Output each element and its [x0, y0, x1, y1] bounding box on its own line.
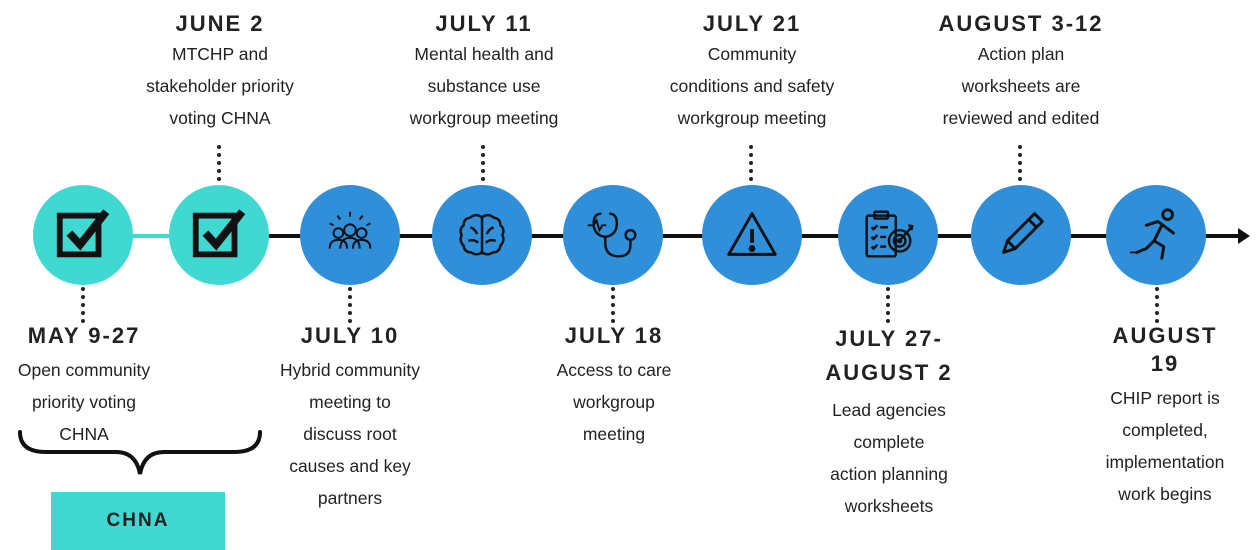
connector-dots — [1018, 145, 1022, 181]
milestone-desc: Action plan worksheets are reviewed and … — [938, 38, 1103, 134]
desc-line: action planning — [830, 464, 948, 484]
desc-line: stakeholder priority — [146, 76, 294, 96]
milestone-label-may: MAY 9-27 Open community priority voting … — [18, 322, 150, 450]
milestone-circle-july11 — [432, 185, 532, 285]
desc-line: conditions and safety — [669, 76, 835, 96]
milestone-desc: Open community priority voting CHNA — [18, 354, 150, 450]
desc-line: meeting — [582, 424, 646, 444]
milestone-circle-july21 — [702, 185, 802, 285]
desc-line: workgroup — [573, 392, 655, 412]
milestone-date: JUNE 2 — [175, 11, 265, 36]
milestone-label-july18: JULY 18 Access to care workgroup meeting — [557, 322, 672, 450]
brain-icon — [459, 213, 505, 256]
checkbox-icon — [56, 209, 110, 258]
desc-line: workgroup meeting — [409, 108, 559, 128]
date-line: AUGUST 2 — [825, 360, 953, 385]
date-line: JULY 27- — [835, 326, 943, 351]
desc-line: work begins — [1118, 484, 1212, 504]
milestone-desc: CHIP report is completed, implementation… — [1106, 382, 1225, 510]
milestone-desc: Hybrid community meeting to discuss root… — [280, 354, 420, 514]
desc-line: workgroup meeting — [677, 108, 827, 128]
milestone-label-july21: JULY 21 Community conditions and safety … — [670, 10, 834, 134]
stethoscope-icon — [587, 212, 637, 258]
milestone-circle-aug3 — [971, 185, 1071, 285]
milestone-label-july11: JULY 11 Mental health and substance use … — [410, 10, 559, 134]
desc-line: priority voting — [31, 392, 137, 412]
desc-line: discuss root — [303, 424, 397, 444]
desc-line: implementation — [1105, 452, 1225, 472]
milestone-date: JULY 18 — [564, 323, 664, 348]
desc-line: MTCHP and — [172, 44, 268, 64]
milestone-label-july10: JULY 10 Hybrid community meeting to disc… — [280, 322, 420, 514]
connector-dots — [481, 145, 485, 181]
milestone-label-aug19: AUGUST 19 CHIP report is completed, impl… — [1106, 322, 1225, 510]
milestone-circle-aug19 — [1106, 185, 1206, 285]
checkbox-icon — [192, 209, 246, 258]
desc-line: Lead agencies — [832, 400, 946, 420]
warning-icon — [727, 212, 777, 256]
milestone-date: AUGUST 19 — [1112, 323, 1218, 376]
desc-line: CHNA — [59, 424, 109, 444]
desc-line: Open community — [17, 360, 151, 380]
milestone-circle-july18 — [563, 185, 663, 285]
desc-line: worksheets — [844, 496, 934, 516]
milestone-desc: MTCHP and stakeholder priority voting CH… — [146, 38, 294, 134]
connector-dots — [348, 287, 352, 323]
milestone-date: JULY 10 — [300, 323, 400, 348]
desc-line: substance use — [427, 76, 541, 96]
milestone-circle-july10 — [300, 185, 400, 285]
milestone-desc: Lead agencies complete action planning w… — [825, 394, 952, 522]
desc-line: causes and key — [289, 456, 411, 476]
milestone-label-aug3: AUGUST 3-12 Action plan worksheets are r… — [938, 10, 1103, 134]
milestone-desc: Mental health and substance use workgrou… — [410, 38, 559, 134]
desc-line: voting CHNA — [169, 108, 271, 128]
clipboard-target-icon — [865, 210, 914, 258]
grouping-brace — [18, 430, 262, 475]
connector-dots — [749, 145, 753, 181]
milestone-date: JULY 21 — [702, 11, 802, 36]
milestone-date: JULY 11 — [435, 11, 533, 36]
desc-line: Hybrid community — [279, 360, 421, 380]
connector-dots — [1155, 287, 1159, 323]
milestone-circle-june — [169, 185, 269, 285]
connector-dots — [81, 287, 85, 323]
milestone-label-july27: JULY 27- AUGUST 2 Lead agencies complete… — [825, 322, 952, 522]
connector-dots — [217, 145, 221, 181]
milestone-date: MAY 9-27 — [27, 323, 141, 348]
desc-line: worksheets are — [961, 76, 1081, 96]
connector-dots — [611, 287, 615, 323]
milestone-date: AUGUST 3-12 — [938, 11, 1104, 36]
milestone-date: JULY 27- AUGUST 2 — [825, 322, 952, 390]
milestone-label-june: JUNE 2 MTCHP and stakeholder priority vo… — [146, 10, 294, 134]
milestone-circle-may — [33, 185, 133, 285]
milestone-desc: Community conditions and safety workgrou… — [670, 38, 834, 134]
desc-line: completed, — [1122, 420, 1208, 440]
milestone-desc: Access to care workgroup meeting — [557, 354, 672, 450]
chna-label-box: CHNA — [51, 492, 225, 550]
pencil-icon — [1002, 212, 1044, 254]
desc-line: CHIP report is — [1110, 388, 1220, 408]
milestone-circle-july27 — [838, 185, 938, 285]
runner-icon — [1129, 208, 1175, 260]
desc-line: Action plan — [977, 44, 1065, 64]
timeline-arrow-icon — [1238, 228, 1250, 244]
desc-line: meeting to — [309, 392, 391, 412]
desc-line: reviewed and edited — [942, 108, 1100, 128]
desc-line: Community — [707, 44, 797, 64]
desc-line: Access to care — [556, 360, 672, 380]
connector-dots — [886, 287, 890, 323]
community-group-icon — [328, 211, 372, 249]
desc-line: complete — [853, 432, 925, 452]
desc-line: Mental health and — [414, 44, 554, 64]
desc-line: partners — [317, 488, 383, 508]
